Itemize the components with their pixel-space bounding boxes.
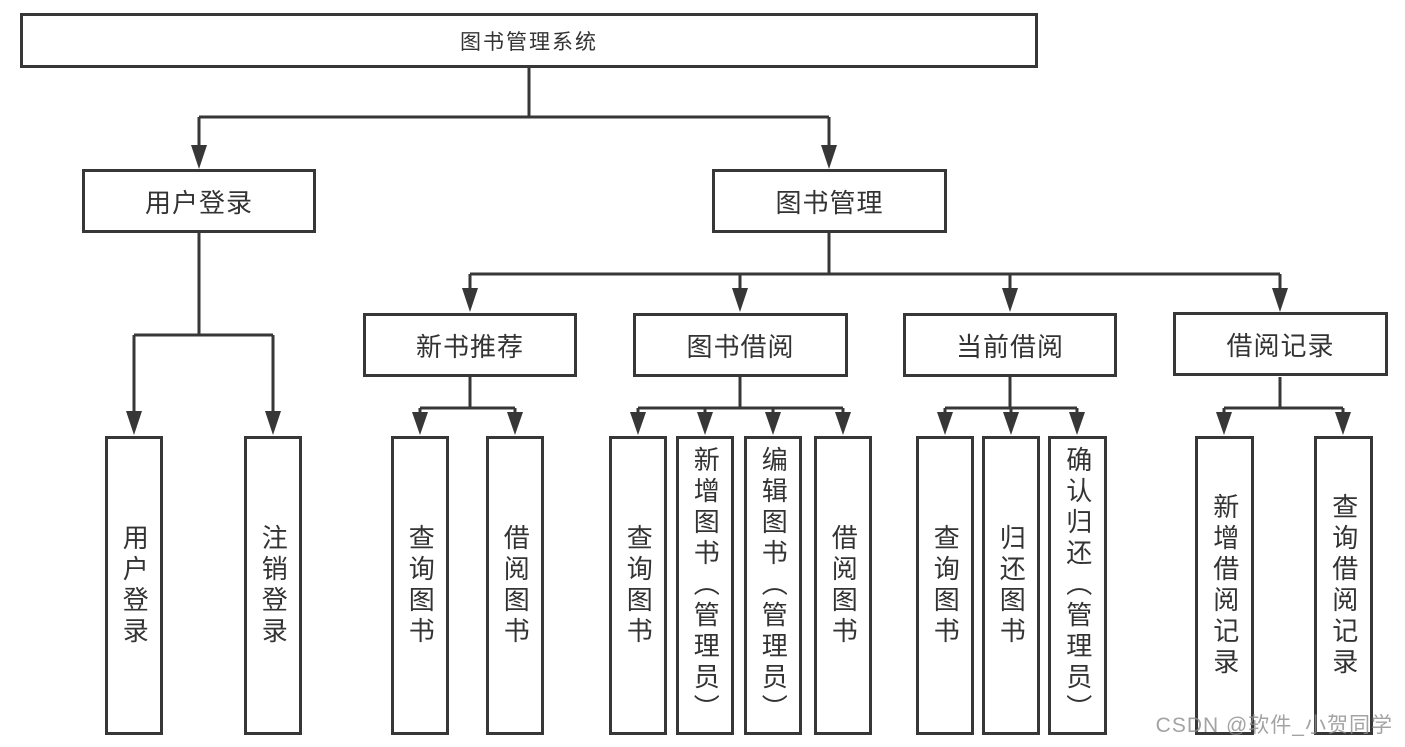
node-borrow-records: 借阅记录: [1173, 312, 1388, 376]
leaf-user-login-label: 用户登录: [119, 523, 150, 648]
arrowheads: [126, 145, 1351, 435]
leaf-recommend-query-books: 查询图书: [391, 436, 449, 735]
leaf-add-books-admin-label: 新增图书（管理员）: [690, 446, 721, 725]
node-borrow-records-label: 借阅记录: [1226, 330, 1335, 361]
leaf-confirm-return-admin: 确认归还（管理员）: [1048, 436, 1107, 735]
leaf-recommend-query-books-label: 查询图书: [405, 523, 436, 648]
node-current-borrow-label: 当前借阅: [955, 331, 1064, 362]
node-new-book-recommend-label: 新书推荐: [415, 331, 524, 362]
connector-user-login-children: [132, 233, 275, 414]
leaf-confirm-return-admin-label: 确认归还（管理员）: [1062, 446, 1093, 725]
leaf-borrow-books: 借阅图书: [814, 436, 872, 735]
node-current-borrow: 当前借阅: [903, 313, 1117, 377]
leaf-recommend-borrow-books-label: 借阅图书: [500, 523, 531, 648]
leaf-return-books: 归还图书: [982, 436, 1040, 735]
node-book-management-label: 图书管理: [775, 187, 884, 218]
leaf-edit-books-admin-label: 编辑图书（管理员）: [758, 446, 789, 725]
leaf-recommend-borrow-books: 借阅图书: [486, 436, 544, 735]
node-book-management: 图书管理: [712, 169, 947, 233]
leaf-borrow-books-label: 借阅图书: [828, 523, 859, 648]
connector-root-to-level2: [197, 68, 831, 147]
leaf-user-login: 用户登录: [105, 436, 163, 735]
leaf-query-borrow-record: 查询借阅记录: [1314, 436, 1373, 735]
connector-current-borrow-children: [943, 377, 1079, 415]
leaf-current-query-books-label: 查询图书: [930, 523, 961, 648]
csdn-watermark: CSDN @软件_小贺同学: [1155, 714, 1393, 737]
leaf-logout: 注销登录: [244, 436, 302, 735]
node-user-login: 用户登录: [82, 169, 316, 233]
leaf-logout-label: 注销登录: [258, 523, 289, 648]
node-root-label: 图书管理系统: [460, 30, 598, 54]
node-book-borrow-label: 图书借阅: [686, 331, 795, 362]
node-root: 图书管理系统: [20, 13, 1038, 68]
leaf-return-books-label: 归还图书: [996, 523, 1027, 648]
leaf-add-borrow-record: 新增借阅记录: [1195, 436, 1254, 735]
node-new-book-recommend: 新书推荐: [363, 313, 577, 377]
leaf-add-borrow-record-label: 新增借阅记录: [1209, 492, 1240, 679]
node-user-login-label: 用户登录: [144, 187, 253, 218]
leaf-query-borrow-record-label: 查询借阅记录: [1328, 492, 1359, 679]
node-book-borrow: 图书借阅: [633, 313, 848, 377]
connector-book-borrow-children: [636, 377, 845, 415]
leaf-add-books-admin: 新增图书（管理员）: [676, 436, 734, 735]
connector-borrow-records-children: [1222, 377, 1345, 415]
leaf-current-query-books: 查询图书: [916, 436, 974, 735]
connector-book-mgmt-children: [468, 233, 1282, 291]
leaf-borrow-query-books-label: 查询图书: [623, 523, 654, 648]
leaf-edit-books-admin: 编辑图书（管理员）: [744, 436, 802, 735]
leaf-borrow-query-books: 查询图书: [609, 436, 667, 735]
connector-new-book-children: [418, 377, 517, 415]
